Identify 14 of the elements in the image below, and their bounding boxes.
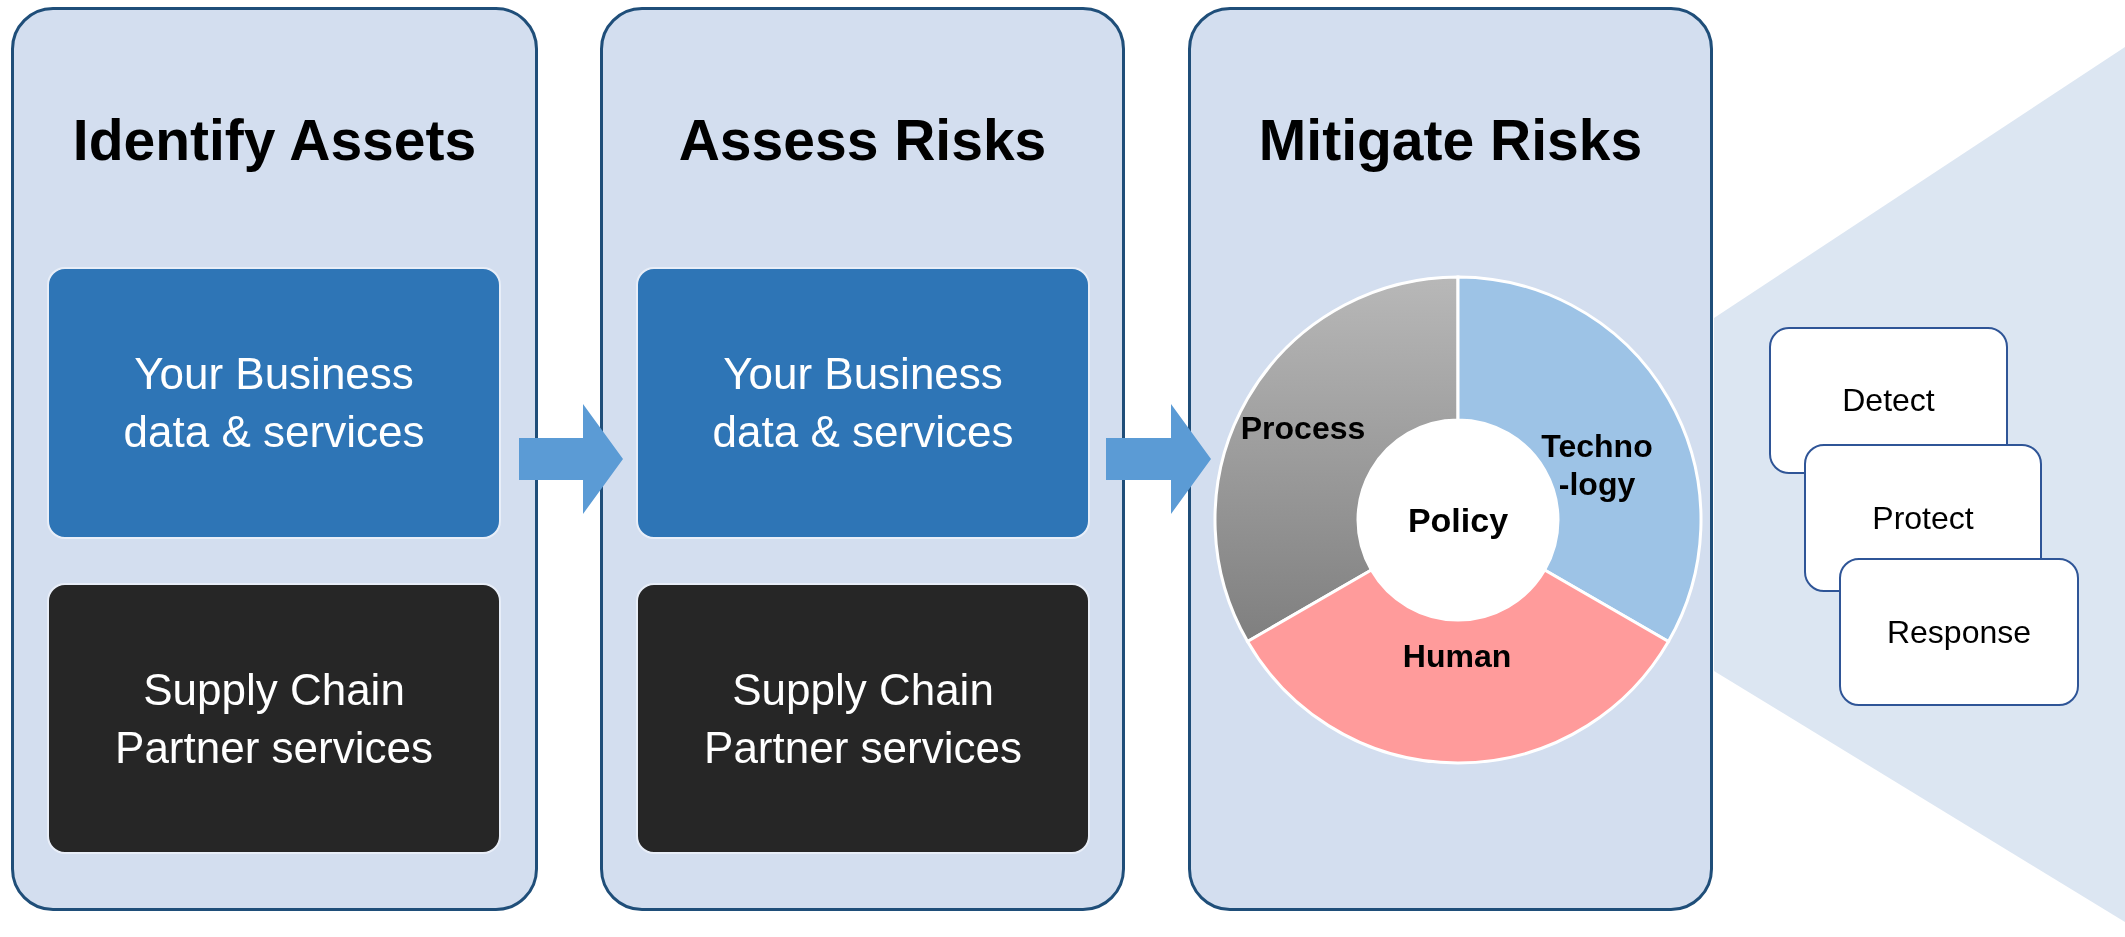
partner-box: Supply Chain Partner services xyxy=(47,583,501,854)
block-arrow xyxy=(1106,404,1211,514)
stage-title: Mitigate Risks xyxy=(1257,110,1644,170)
stage-panel xyxy=(11,7,538,911)
action-card: Response xyxy=(1839,558,2079,706)
partner-box: Supply Chain Partner services xyxy=(636,583,1090,854)
stage-panel xyxy=(1188,7,1713,911)
stage-panel xyxy=(600,7,1125,911)
business-box: Your Business data & services xyxy=(47,267,501,539)
block-arrow xyxy=(519,404,623,514)
stage-title: Identify Assets xyxy=(71,110,478,170)
slice-label: Human xyxy=(1401,637,1513,675)
stage-title: Assess Risks xyxy=(677,110,1048,170)
business-box: Your Business data & services xyxy=(636,267,1090,539)
